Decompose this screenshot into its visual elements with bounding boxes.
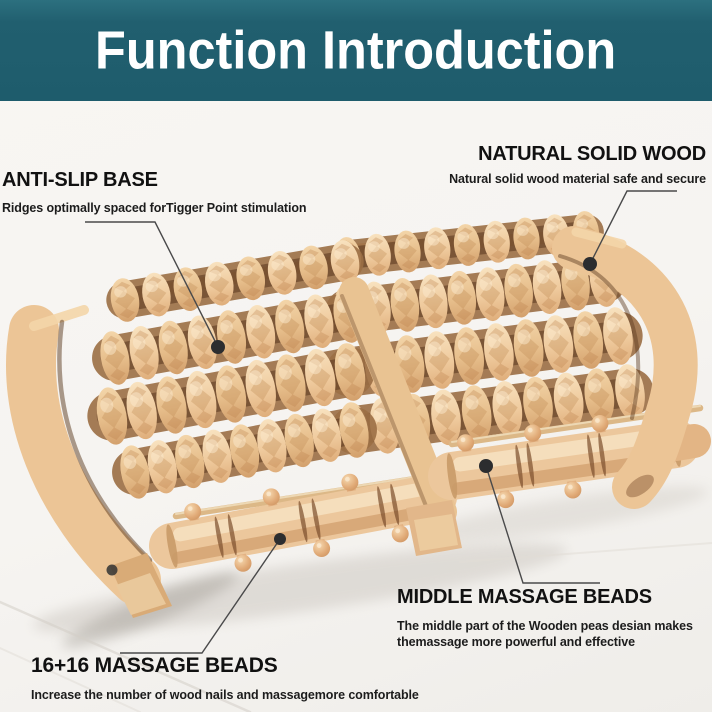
- callout-description: Natural solid wood material safe and sec…: [449, 172, 706, 186]
- connector-dot-middle-massage-beads: [479, 459, 493, 473]
- connector-line-anti-slip-base: [85, 221, 219, 348]
- callout-16-16-massage-beads: 16+16 MASSAGE BEADS Increase the number …: [31, 654, 419, 702]
- callout-middle-massage-beads: MIDDLE MASSAGE BEADS The middle part of …: [397, 586, 693, 650]
- connector-line-16-16-massage-beads: [120, 538, 281, 654]
- connector-dot-16-16-massage-beads: [274, 533, 286, 545]
- connector-dot-natural-solid-wood: [583, 257, 597, 271]
- callout-title: NATURAL SOLID WOOD: [478, 143, 706, 165]
- connector-line-natural-solid-wood: [589, 190, 677, 265]
- callout-description: Increase the number of wood nails and ma…: [31, 688, 419, 702]
- callout-title: 16+16 MASSAGE BEADS: [31, 654, 278, 677]
- connector-dot-anti-slip-base: [211, 340, 225, 354]
- callout-anti-slip-base: ANTI-SLIP BASE Ridges optimally spaced f…: [2, 169, 307, 215]
- callout-description-line2: themassage more powerful and effective: [397, 635, 635, 649]
- banner: Function Introduction: [0, 0, 712, 101]
- callout-description-line1: The middle part of the Wooden peas desia…: [397, 619, 693, 633]
- massage-roller-drawing: [0, 211, 712, 712]
- callout-connectors: [85, 190, 677, 654]
- callout-title: ANTI-SLIP BASE: [2, 169, 158, 191]
- callout-description: Ridges optimally spaced forTigger Point …: [2, 201, 307, 215]
- connector-line-middle-massage-beads: [485, 465, 600, 584]
- callout-title: MIDDLE MASSAGE BEADS: [397, 586, 652, 608]
- banner-title: Function Introduction: [95, 20, 617, 81]
- callout-description: The middle part of the Wooden peas desia…: [397, 618, 693, 650]
- callout-natural-solid-wood: NATURAL SOLID WOOD Natural solid wood ma…: [449, 143, 706, 186]
